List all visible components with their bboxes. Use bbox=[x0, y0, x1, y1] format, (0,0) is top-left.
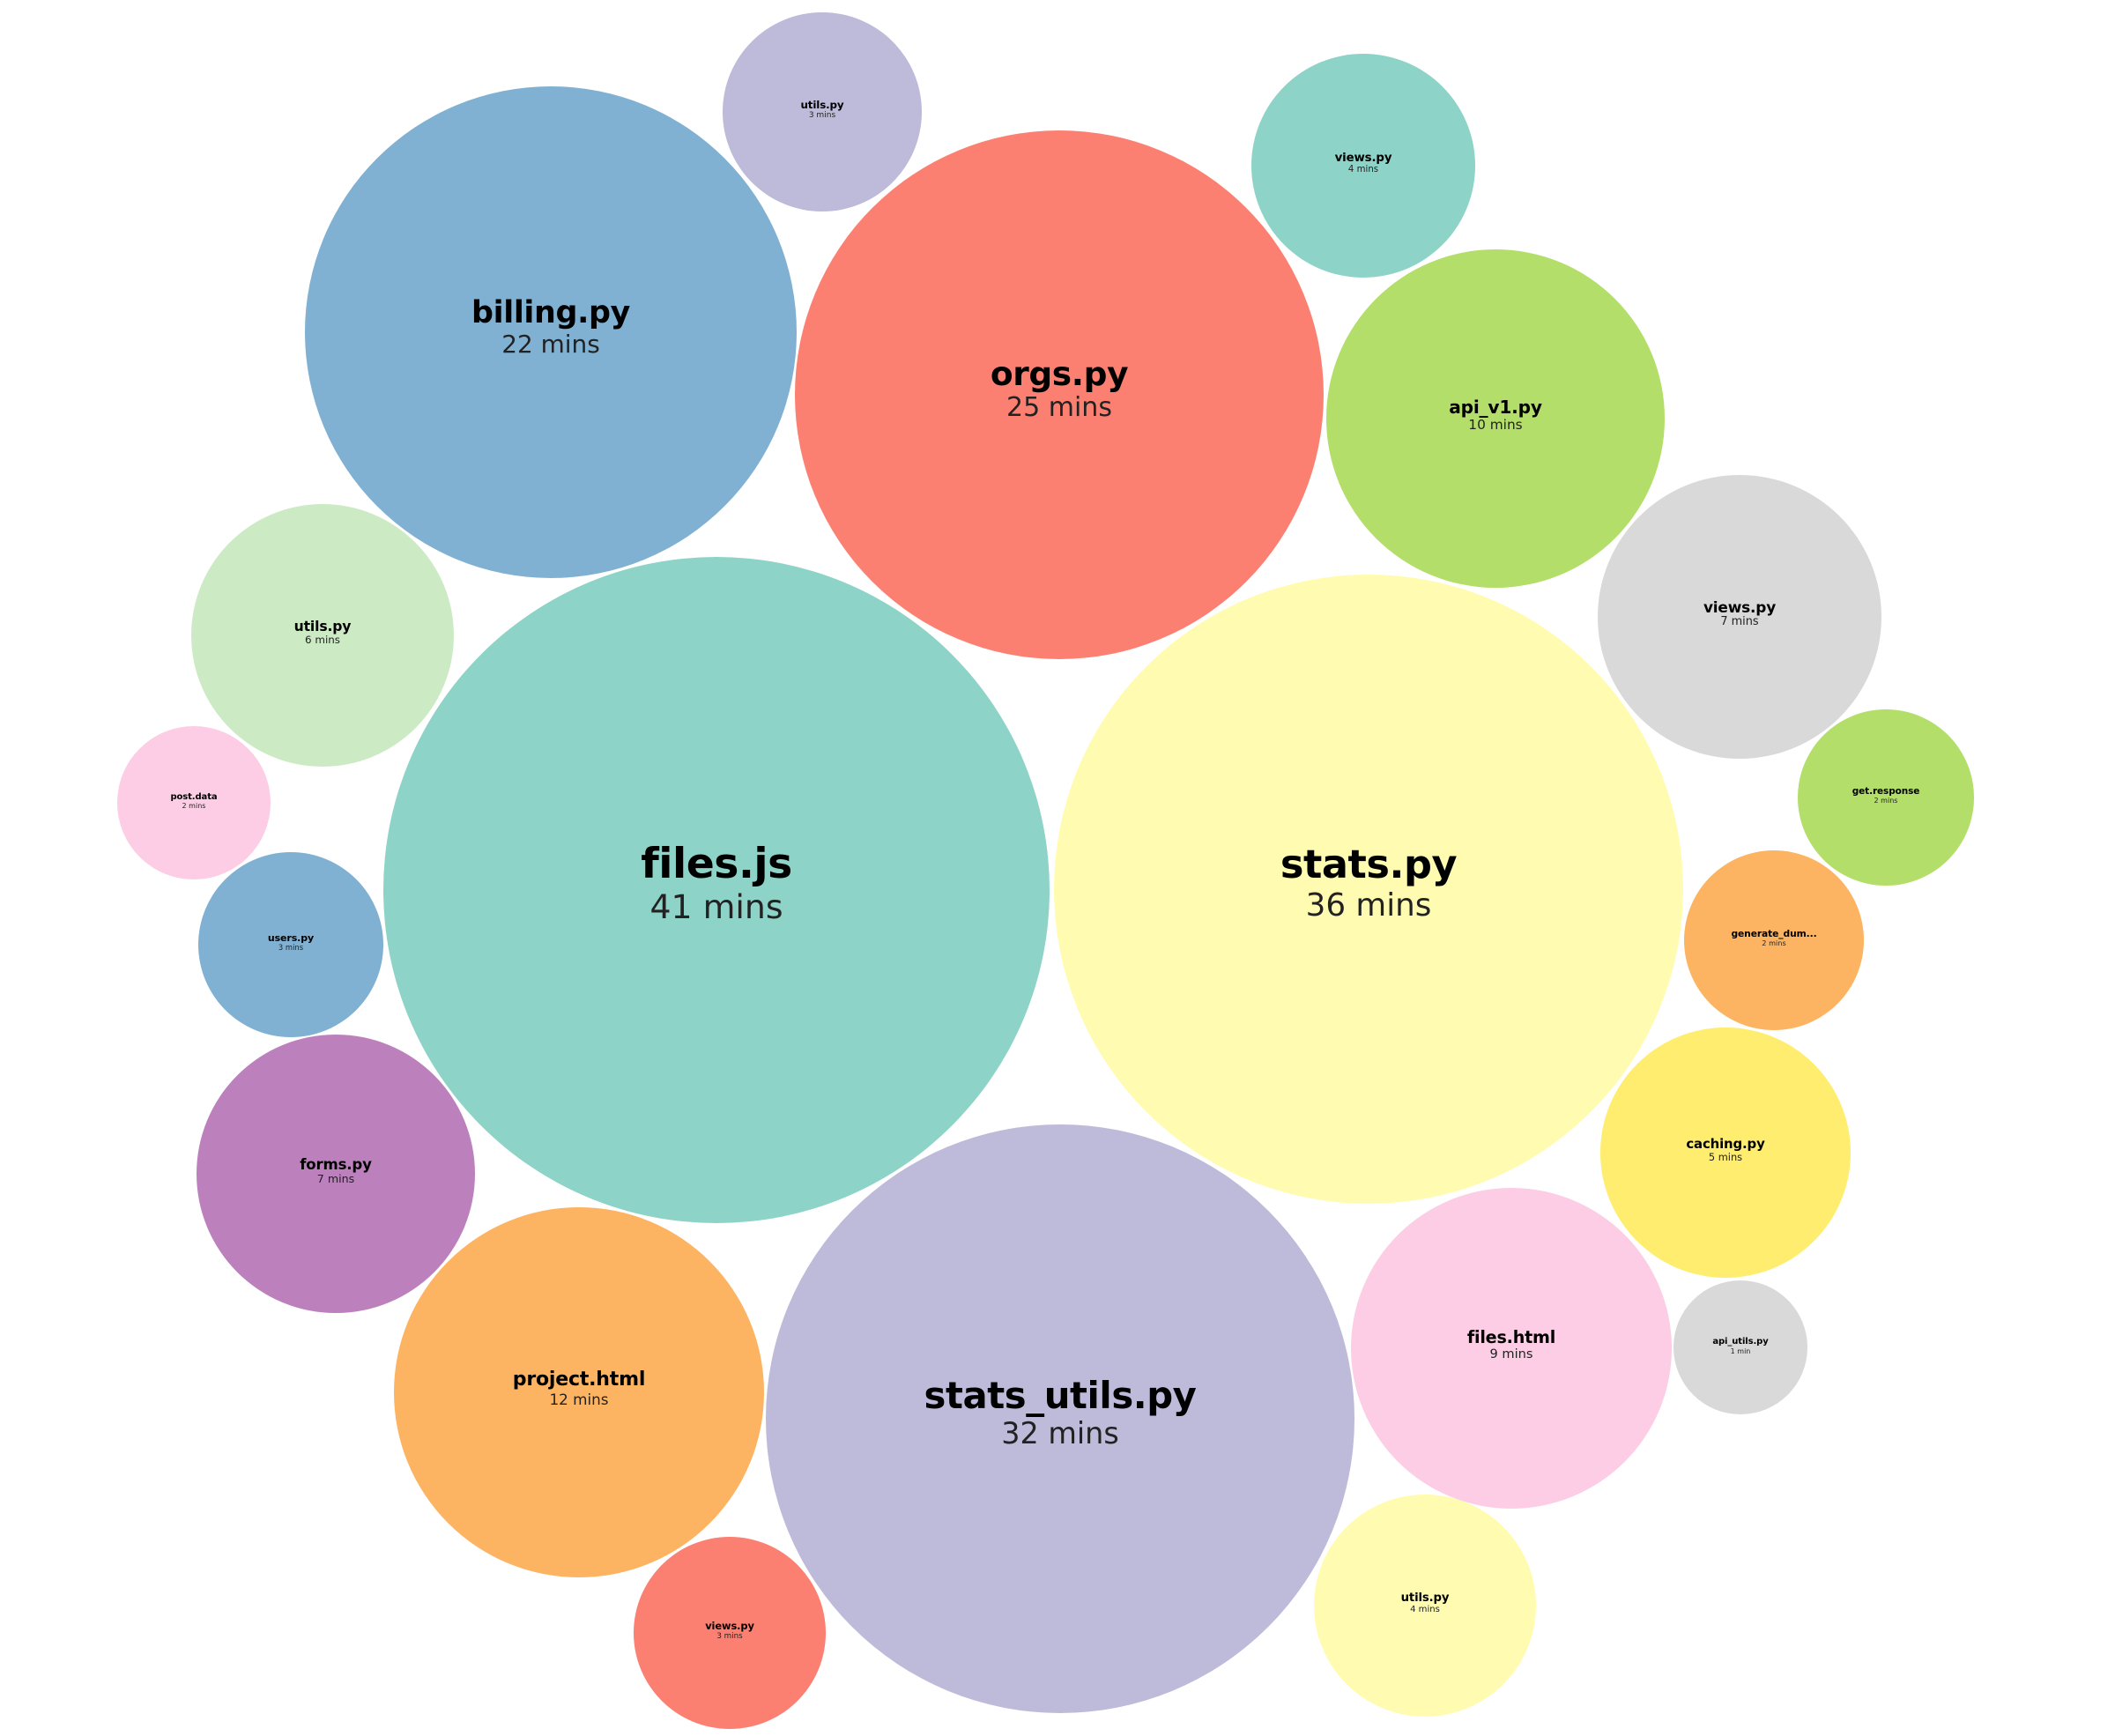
bubble-label: orgs.py bbox=[990, 354, 1129, 394]
bubble-value: 3 mins bbox=[808, 111, 836, 121]
bubble-label: utils.py bbox=[1400, 1591, 1450, 1606]
bubble-value: 2 mins bbox=[182, 802, 206, 811]
bubble-value: 10 mins bbox=[1468, 416, 1523, 433]
bubble-value: 36 mins bbox=[1305, 887, 1432, 924]
bubble-label: utils.py bbox=[800, 98, 844, 111]
bubble-label: generate_dum... bbox=[1731, 928, 1817, 940]
bubble-value: 12 mins bbox=[549, 1390, 609, 1408]
bubble-label: users.py bbox=[267, 931, 315, 944]
bubble-label: api_v1.py bbox=[1449, 396, 1542, 418]
bubble-value: 41 mins bbox=[649, 887, 783, 926]
bubble-value: 25 mins bbox=[1006, 392, 1112, 424]
bubble-label: files.html bbox=[1466, 1327, 1556, 1348]
bubble-label: stats_utils.py bbox=[924, 1374, 1197, 1418]
bubble-value: 2 mins bbox=[1874, 797, 1898, 805]
bubble-label: billing.py bbox=[471, 295, 630, 331]
bubble-value: 7 mins bbox=[1720, 615, 1759, 629]
bubble-label: views.py bbox=[1703, 597, 1777, 616]
bubble-value: 3 mins bbox=[278, 943, 304, 953]
bubble-value: 4 mins bbox=[1347, 165, 1379, 175]
bubble-label: stats.py bbox=[1280, 841, 1458, 887]
bubble-value: 2 mins bbox=[1762, 938, 1786, 948]
bubble-value: 7 mins bbox=[316, 1172, 355, 1186]
bubble-label: views.py bbox=[1334, 151, 1392, 165]
bubble-value: 6 mins bbox=[304, 634, 340, 647]
bubble-label: project.html bbox=[512, 1369, 646, 1391]
bubble-value: 1 min bbox=[1730, 1347, 1751, 1355]
bubble-value: 4 mins bbox=[1410, 1605, 1440, 1615]
bubble-label: forms.py bbox=[300, 1156, 372, 1174]
bubble-label: post.data bbox=[170, 791, 218, 802]
bubble-label: get.response bbox=[1852, 786, 1920, 798]
bubble-label: utils.py bbox=[293, 618, 352, 635]
bubble-value: 32 mins bbox=[1001, 1416, 1119, 1451]
bubble-label: views.py bbox=[705, 1620, 754, 1633]
bubble-value: 22 mins bbox=[501, 330, 600, 360]
bubble-label: api_utils.py bbox=[1712, 1337, 1769, 1347]
bubble-value: 5 mins bbox=[1708, 1151, 1743, 1164]
bubble-label: files.js bbox=[641, 839, 792, 888]
bubble-value: 3 mins bbox=[716, 1632, 743, 1642]
bubble-label: caching.py bbox=[1686, 1136, 1765, 1153]
bubble-value: 9 mins bbox=[1489, 1346, 1533, 1361]
bubble-generate-dum[interactable]: generate_dum...2 mins bbox=[1684, 850, 1864, 1030]
